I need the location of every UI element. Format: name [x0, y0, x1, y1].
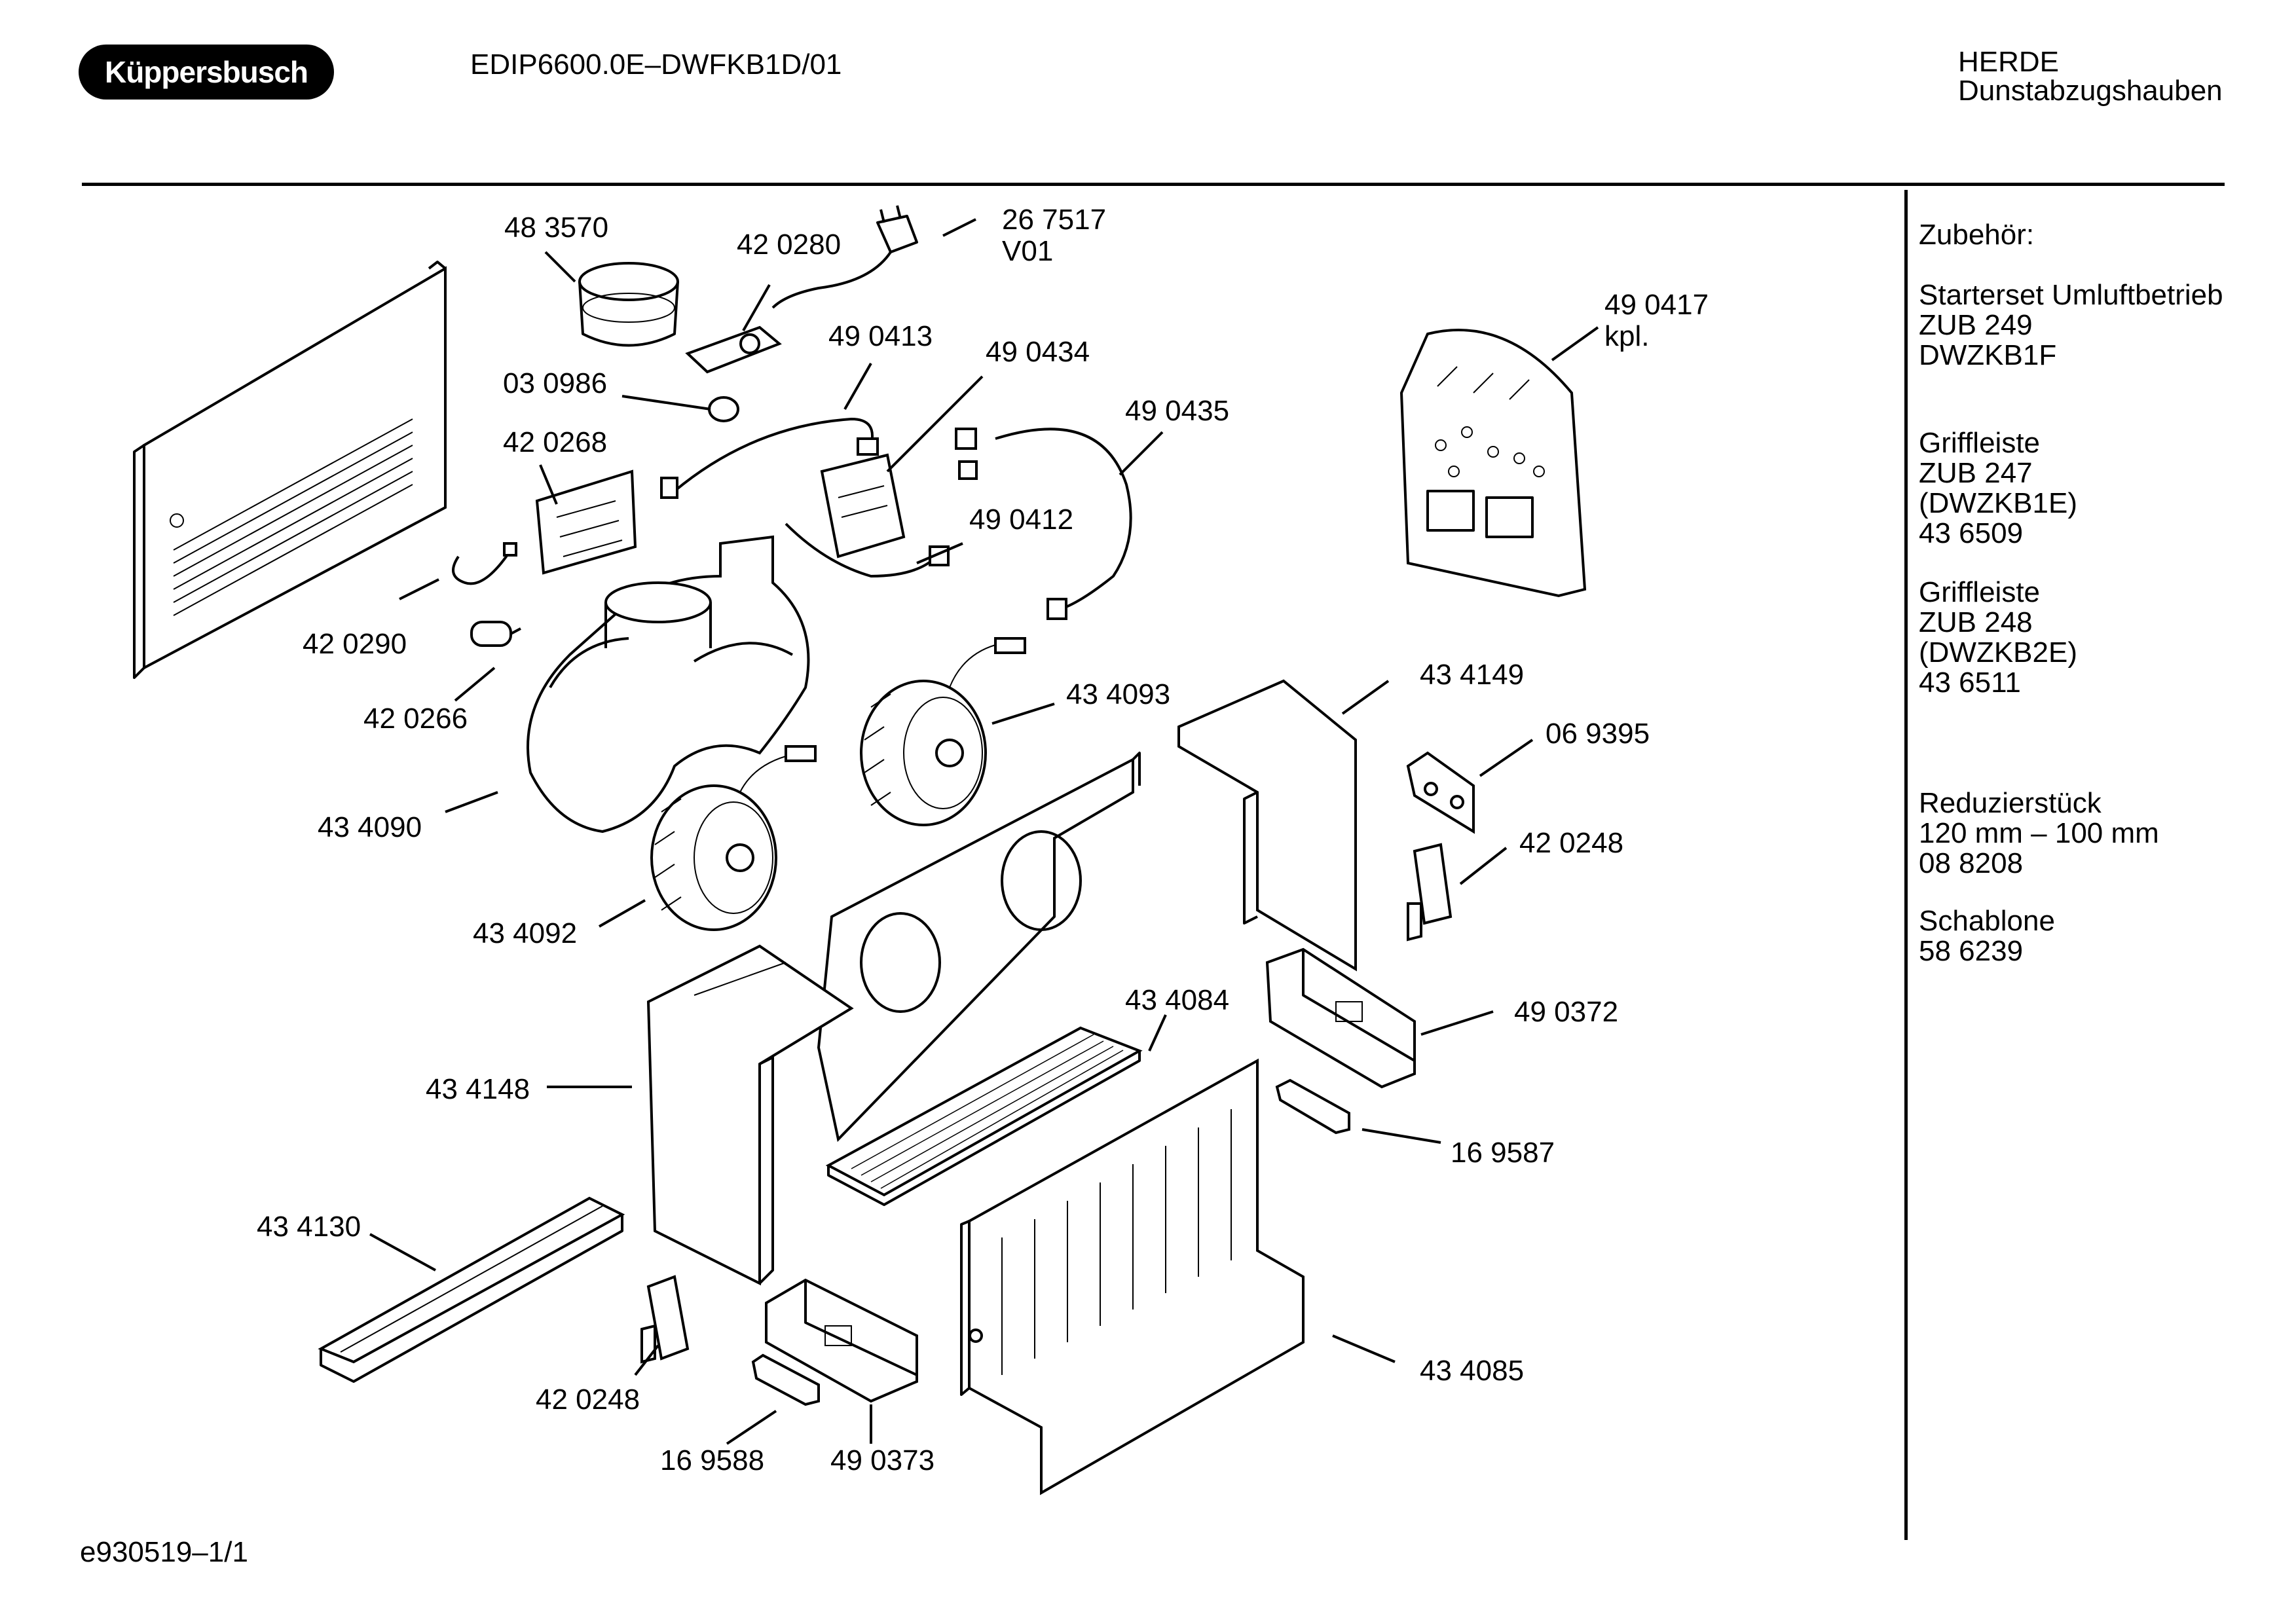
- brand-logo: Küppersbusch: [79, 45, 334, 100]
- part-label: 49 0434: [986, 336, 1090, 368]
- part-label: 49 0417: [1604, 289, 1709, 321]
- subcategory: Dunstabzugshauben: [1958, 75, 2223, 107]
- part-label: 43 4085: [1420, 1355, 1524, 1387]
- front-panel-drawing: [960, 1058, 1305, 1495]
- part-label: 26 7517: [1002, 204, 1106, 236]
- accessory-line: ZUB 247: [1919, 457, 2033, 489]
- part-label: 43 4130: [257, 1211, 361, 1243]
- accessory-line: (DWZKB2E): [1919, 636, 2077, 669]
- small-bracket-lower-drawing: [751, 1353, 820, 1406]
- accessory-line: ZUB 248: [1919, 606, 2033, 638]
- accessory-line: Griffleiste: [1919, 576, 2041, 608]
- upgrade-kit-drawing: [1399, 329, 1587, 598]
- accessory-line: DWZKB1F: [1919, 339, 2057, 371]
- part-label: 16 9588: [660, 1444, 764, 1476]
- wire-drawing: [452, 542, 517, 585]
- part-label: 42 0248: [536, 1383, 640, 1416]
- part-label-sub: kpl.: [1604, 320, 1649, 352]
- accessory-line: Schablone: [1919, 905, 2055, 937]
- control-module-drawing: [685, 325, 782, 374]
- fan-wheel-upper-drawing: [860, 637, 1026, 826]
- mains-plug-drawing: [771, 205, 918, 309]
- part-label: 06 9395: [1546, 718, 1650, 750]
- switch-right-drawing: [1407, 843, 1453, 942]
- side-panel-upper-drawing: [1177, 679, 1357, 972]
- part-label: 49 0435: [1125, 395, 1229, 427]
- part-label: 43 4149: [1420, 659, 1524, 691]
- part-labels: 48 3570 42 0280 26 7517 V01 49 0413 49 0…: [257, 204, 1709, 1476]
- bottom-rail-drawing: [318, 1196, 625, 1383]
- accessory-line: Reduzierstück: [1919, 787, 2102, 819]
- part-label: 43 4090: [318, 811, 422, 843]
- accessory-line: ZUB 249: [1919, 309, 2033, 341]
- switch-lower-drawing: [640, 1275, 690, 1364]
- part-label: 49 0412: [969, 504, 1073, 536]
- part-label: 43 4093: [1066, 678, 1170, 710]
- long-cable-drawing: [955, 428, 1132, 620]
- part-label: 43 4084: [1125, 984, 1229, 1016]
- part-label: 42 0268: [503, 426, 607, 458]
- accessory-line: 08 8208: [1919, 847, 2024, 879]
- part-label: 43 4092: [473, 917, 577, 949]
- accessory-line: Starterset Umluftbetrieb: [1919, 279, 2223, 311]
- part-label-sub: V01: [1002, 235, 1053, 267]
- header-divider: [82, 183, 2225, 186]
- exploded-parts-diagram: 48 3570 42 0280 26 7517 V01 49 0413 49 0…: [133, 204, 1709, 1495]
- cable-harness-drawing: [660, 396, 879, 499]
- part-label: 42 0280: [737, 229, 841, 261]
- fan-wheel-lower-drawing: [650, 745, 817, 931]
- part-label: 16 9587: [1451, 1137, 1555, 1169]
- accessory-line: 43 6511: [1919, 667, 2021, 699]
- part-label: 42 0248: [1519, 827, 1623, 859]
- accessory-line: 120 mm – 100 mm: [1919, 817, 2159, 849]
- control-unit-lower-drawing: [765, 1278, 918, 1403]
- diagram-reference: e930519–1/1: [80, 1536, 248, 1568]
- part-label: 42 0266: [363, 703, 468, 735]
- accessory-line: 58 6239: [1919, 935, 2024, 967]
- part-label: 48 3570: [504, 211, 608, 244]
- part-label: 43 4148: [426, 1073, 530, 1105]
- small-bracket-right-drawing: [1275, 1078, 1350, 1135]
- mounting-bracket-drawing: [1406, 751, 1475, 834]
- leader-lines: [369, 218, 1599, 1445]
- part-label: 49 0413: [828, 320, 933, 352]
- accessory-line: (DWZKB1E): [1919, 487, 2077, 519]
- adapter-ring-drawing: [578, 262, 679, 347]
- capacitor-drawing: [470, 621, 521, 647]
- category: HERDE: [1958, 46, 2060, 78]
- accessory-line: 43 6509: [1919, 517, 2024, 549]
- side-housing-left-drawing: [646, 944, 854, 1286]
- circuit-board-drawing: [785, 453, 950, 577]
- fan-housing-drawing: [527, 535, 810, 833]
- part-label: 42 0290: [303, 628, 407, 660]
- grease-filter-drawing: [825, 1026, 1143, 1206]
- part-label: 49 0373: [830, 1444, 935, 1476]
- back-panel-drawing: [133, 261, 447, 679]
- sidebar-divider: [1904, 190, 1908, 1540]
- relay-board-drawing: [535, 469, 637, 575]
- control-unit-right-drawing: [1265, 947, 1416, 1089]
- part-label: 49 0372: [1514, 996, 1618, 1028]
- accessories-title: Zubehör:: [1919, 219, 2035, 251]
- accessory-line: Griffleiste: [1919, 427, 2041, 459]
- air-guide-plate-drawing: [817, 752, 1141, 1143]
- part-label: 03 0986: [503, 367, 607, 399]
- model-code: EDIP6600.0E–DWFKB1D/01: [470, 48, 842, 81]
